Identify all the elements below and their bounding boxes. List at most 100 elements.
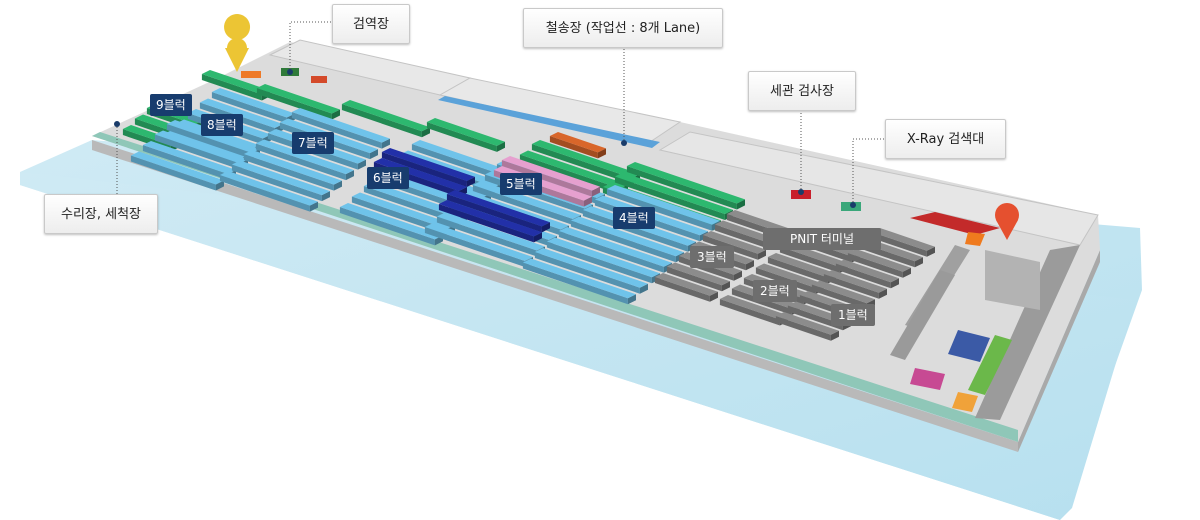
- stack-green-4-row-1-side: [626, 166, 737, 210]
- stack-green-6a: [426, 118, 505, 146]
- stack-block-1-row-2-end: [914, 257, 923, 268]
- stack-navy-5b-end: [533, 232, 542, 243]
- stack-block-4-row-8-side: [522, 262, 628, 305]
- stack-block-9-row-2: [199, 98, 283, 129]
- stack-block-3-row-1: [726, 210, 790, 233]
- stack-block-4-row-1-side: [606, 189, 712, 231]
- stack-block-7-row-4: [255, 139, 354, 175]
- stack-block-9-row-1: [211, 88, 295, 118]
- stack-navy-5b: [438, 200, 542, 237]
- stack-block-2-row-4: [755, 263, 824, 288]
- facility-orange: [241, 71, 261, 78]
- leader-lines: [116, 21, 885, 205]
- block-label-2: 2블럭: [753, 280, 797, 302]
- stack-green-4-row-2-side: [614, 176, 725, 220]
- stack-block-4-row-6-side: [546, 241, 652, 284]
- ground-edge-right: [1018, 250, 1100, 452]
- stack-block-7-row-4-end: [345, 170, 354, 181]
- stack-block-5-row-7-side: [424, 227, 525, 268]
- stack-navy-5a-side: [446, 194, 542, 233]
- stack-navy-5a: [446, 190, 550, 227]
- gate-canopy: [910, 212, 1000, 235]
- stack-block-7-row-7: [219, 171, 318, 206]
- stack-block-7-row-3-end: [357, 159, 366, 170]
- stack-green-9: [201, 70, 270, 95]
- stack-block-4-row-5-side: [558, 231, 664, 273]
- stack-block-4-row-6: [546, 237, 660, 278]
- stack-block-1-row-4-end: [890, 278, 899, 289]
- stack-pink-5a: [501, 156, 600, 191]
- stack-block-8-row-3-side: [142, 145, 228, 180]
- stack-green-8-end: [331, 109, 340, 120]
- stack-block-1-row-8-side: [787, 305, 843, 331]
- facility-red: [311, 76, 327, 83]
- stack-block-4-row-4-side: [570, 220, 676, 263]
- callout-xray: X-Ray 검색대: [885, 119, 1006, 159]
- stack-block-5-row-3: [472, 181, 581, 220]
- terminal-label: PNIT 터미널: [763, 228, 881, 250]
- block-label-3: 3블럭: [690, 246, 734, 268]
- stack-block-4-row-3-side: [582, 210, 688, 252]
- stack-green-8: [256, 84, 340, 114]
- stack-block-7-row-5-end: [333, 180, 342, 191]
- stack-block-1-row-5-side: [823, 274, 879, 299]
- stack-navy-6a-side: [381, 152, 467, 187]
- stack-block-7-row-6: [231, 160, 330, 196]
- rail-wagon: [549, 132, 606, 153]
- stack-block-1-row-1-end: [926, 246, 935, 257]
- block-label-8: 8블럭: [201, 114, 243, 136]
- stack-green-5-row-2: [519, 150, 628, 189]
- stack-block-3-row-7-end: [709, 291, 718, 302]
- pin-red-icon: [995, 203, 1019, 240]
- stack-block-4-row-8-end: [627, 294, 636, 305]
- quay-strip: [92, 132, 1018, 442]
- stack-block-4-row-4: [570, 216, 684, 257]
- stack-pink-5b-end: [583, 196, 592, 207]
- stack-block-1-row-6: [811, 280, 875, 304]
- leader-dots: [114, 69, 856, 208]
- stack-block-5-row-6-side: [436, 216, 537, 257]
- stack-block-7-row-5: [243, 150, 342, 185]
- stack-block-8-row-4: [130, 151, 224, 185]
- stack-navy-6a-end: [466, 176, 475, 187]
- stack-block-1-row-5-end: [878, 288, 887, 299]
- stack-green-5-row-1-side: [531, 144, 632, 185]
- stack-block-4-row-5: [558, 227, 672, 267]
- stack-block-3-row-7: [654, 273, 718, 296]
- block-label-5: 5블럭: [500, 173, 542, 195]
- stack-block-7-row-7-end: [309, 201, 318, 212]
- stack-block-3-row-6-side: [666, 266, 722, 292]
- callout-repair: 수리장, 세척장: [44, 194, 158, 234]
- stack-block-1-row-4-side: [835, 263, 891, 289]
- stack-block-7-row-1: [291, 108, 390, 143]
- stack-block-6-row-6: [351, 192, 455, 229]
- stack-block-1-row-4: [835, 259, 899, 283]
- rail-wagon-end: [597, 148, 606, 159]
- stack-block-5-row-3-side: [472, 185, 573, 226]
- stack-block-6-row-5-side: [363, 186, 459, 225]
- block-label-7: 7블럭: [292, 132, 334, 154]
- stack-navy-6a: [381, 148, 475, 181]
- stack-block-3-row-2-side: [714, 224, 770, 250]
- rail-track: [438, 96, 660, 148]
- stack-block-7-row-4-side: [255, 143, 346, 181]
- stack-green-5-row-1: [531, 140, 640, 179]
- stack-block-2-row-3-side: [767, 257, 828, 284]
- stack-block-3-row-3-end: [757, 249, 766, 260]
- stack-block-7-row-6-end: [321, 191, 330, 202]
- stack-block-7-row-1-side: [291, 112, 382, 149]
- stack-block-5-row-6: [436, 212, 545, 251]
- ground-edge: [92, 140, 1018, 452]
- stack-green-9-side: [201, 74, 262, 101]
- stack-block-7-row-7-side: [219, 175, 310, 212]
- stack-block-3-row-7-side: [654, 277, 710, 302]
- stack-green-8-side: [256, 88, 332, 120]
- block-label-9: 9블럭: [150, 94, 192, 116]
- stack-block-3-row-6-end: [721, 281, 730, 292]
- stack-block-7-row-5-side: [243, 154, 334, 191]
- stack-green-6a-side: [426, 122, 497, 152]
- stack-block-6-row-7-side: [339, 207, 435, 246]
- stack-block-8-row-4-end: [215, 180, 224, 191]
- stack-block-4-row-7-side: [534, 252, 640, 294]
